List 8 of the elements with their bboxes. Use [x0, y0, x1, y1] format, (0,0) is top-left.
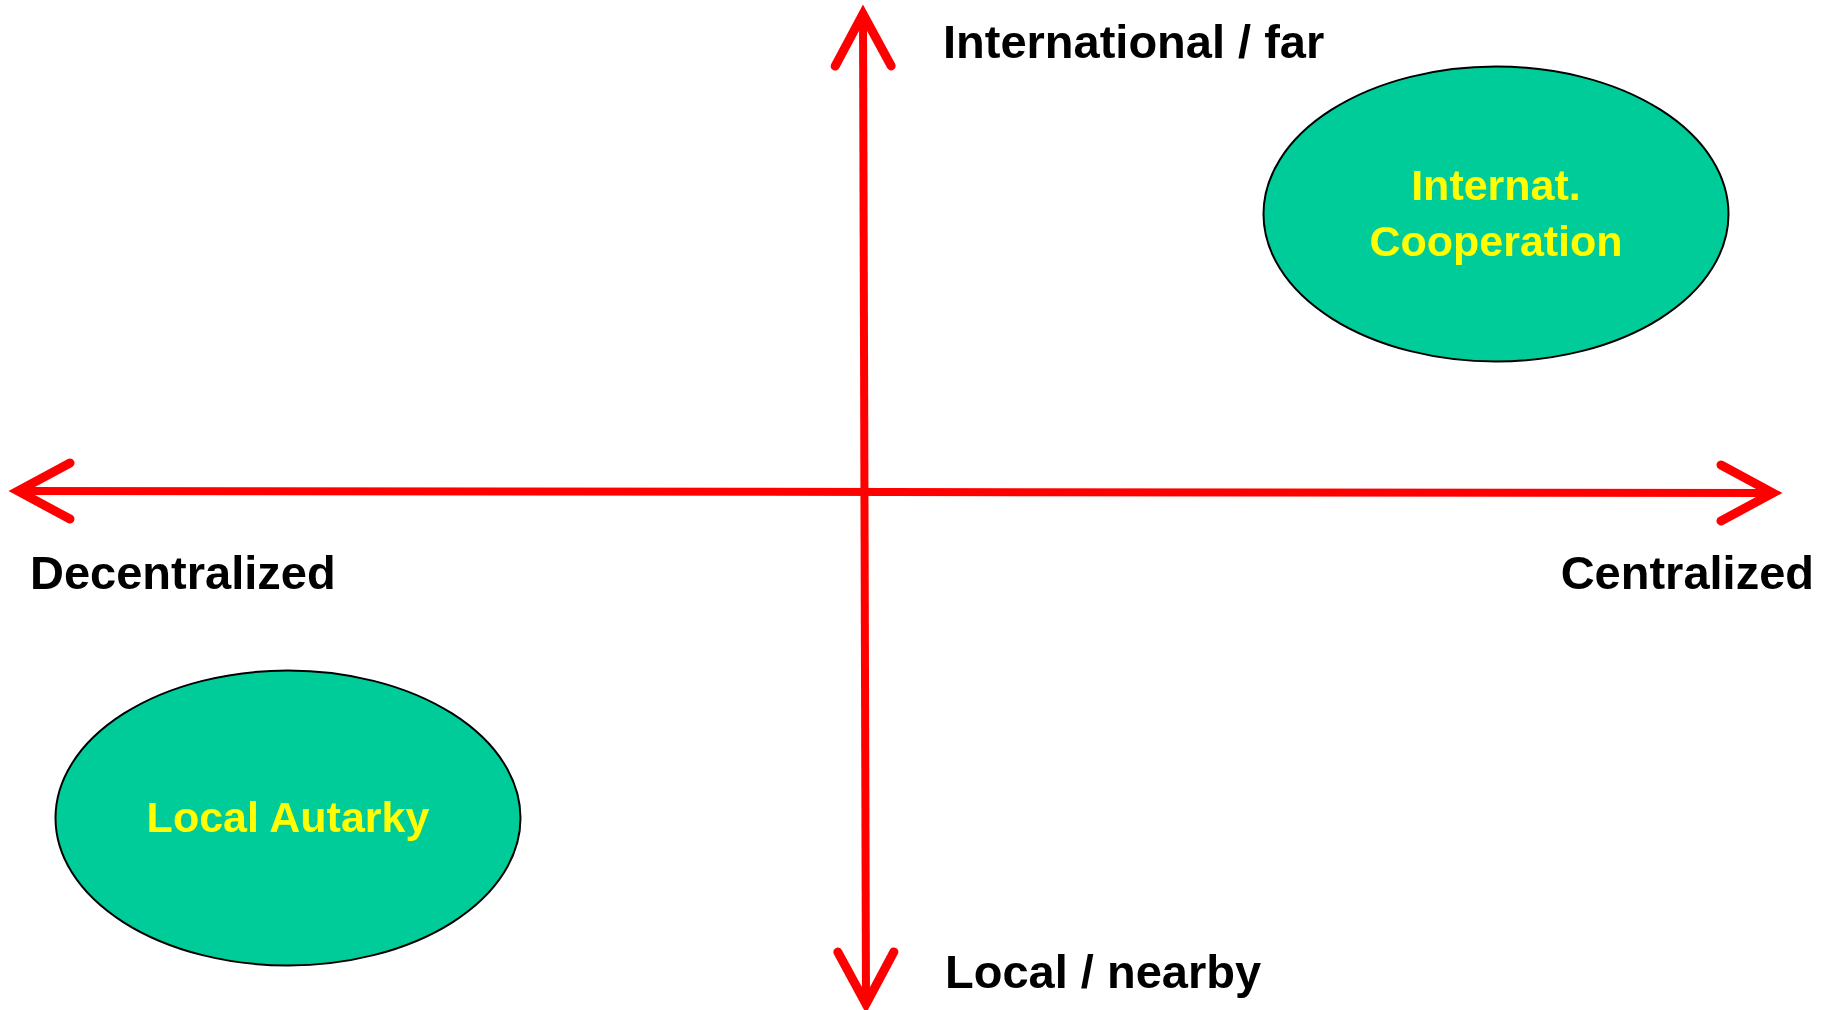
axis-label: International / far	[943, 14, 1325, 69]
ellipse-label: Local Autarky	[145, 792, 431, 844]
ellipse	[1262, 65, 1730, 363]
axis-label: Centralized	[1560, 545, 1814, 600]
axis-label: Local / nearby	[945, 944, 1262, 999]
ellipse-label: Internat. Cooperation	[1368, 160, 1624, 267]
ellipse	[54, 669, 522, 967]
axis-label: Decentralized	[30, 545, 336, 600]
